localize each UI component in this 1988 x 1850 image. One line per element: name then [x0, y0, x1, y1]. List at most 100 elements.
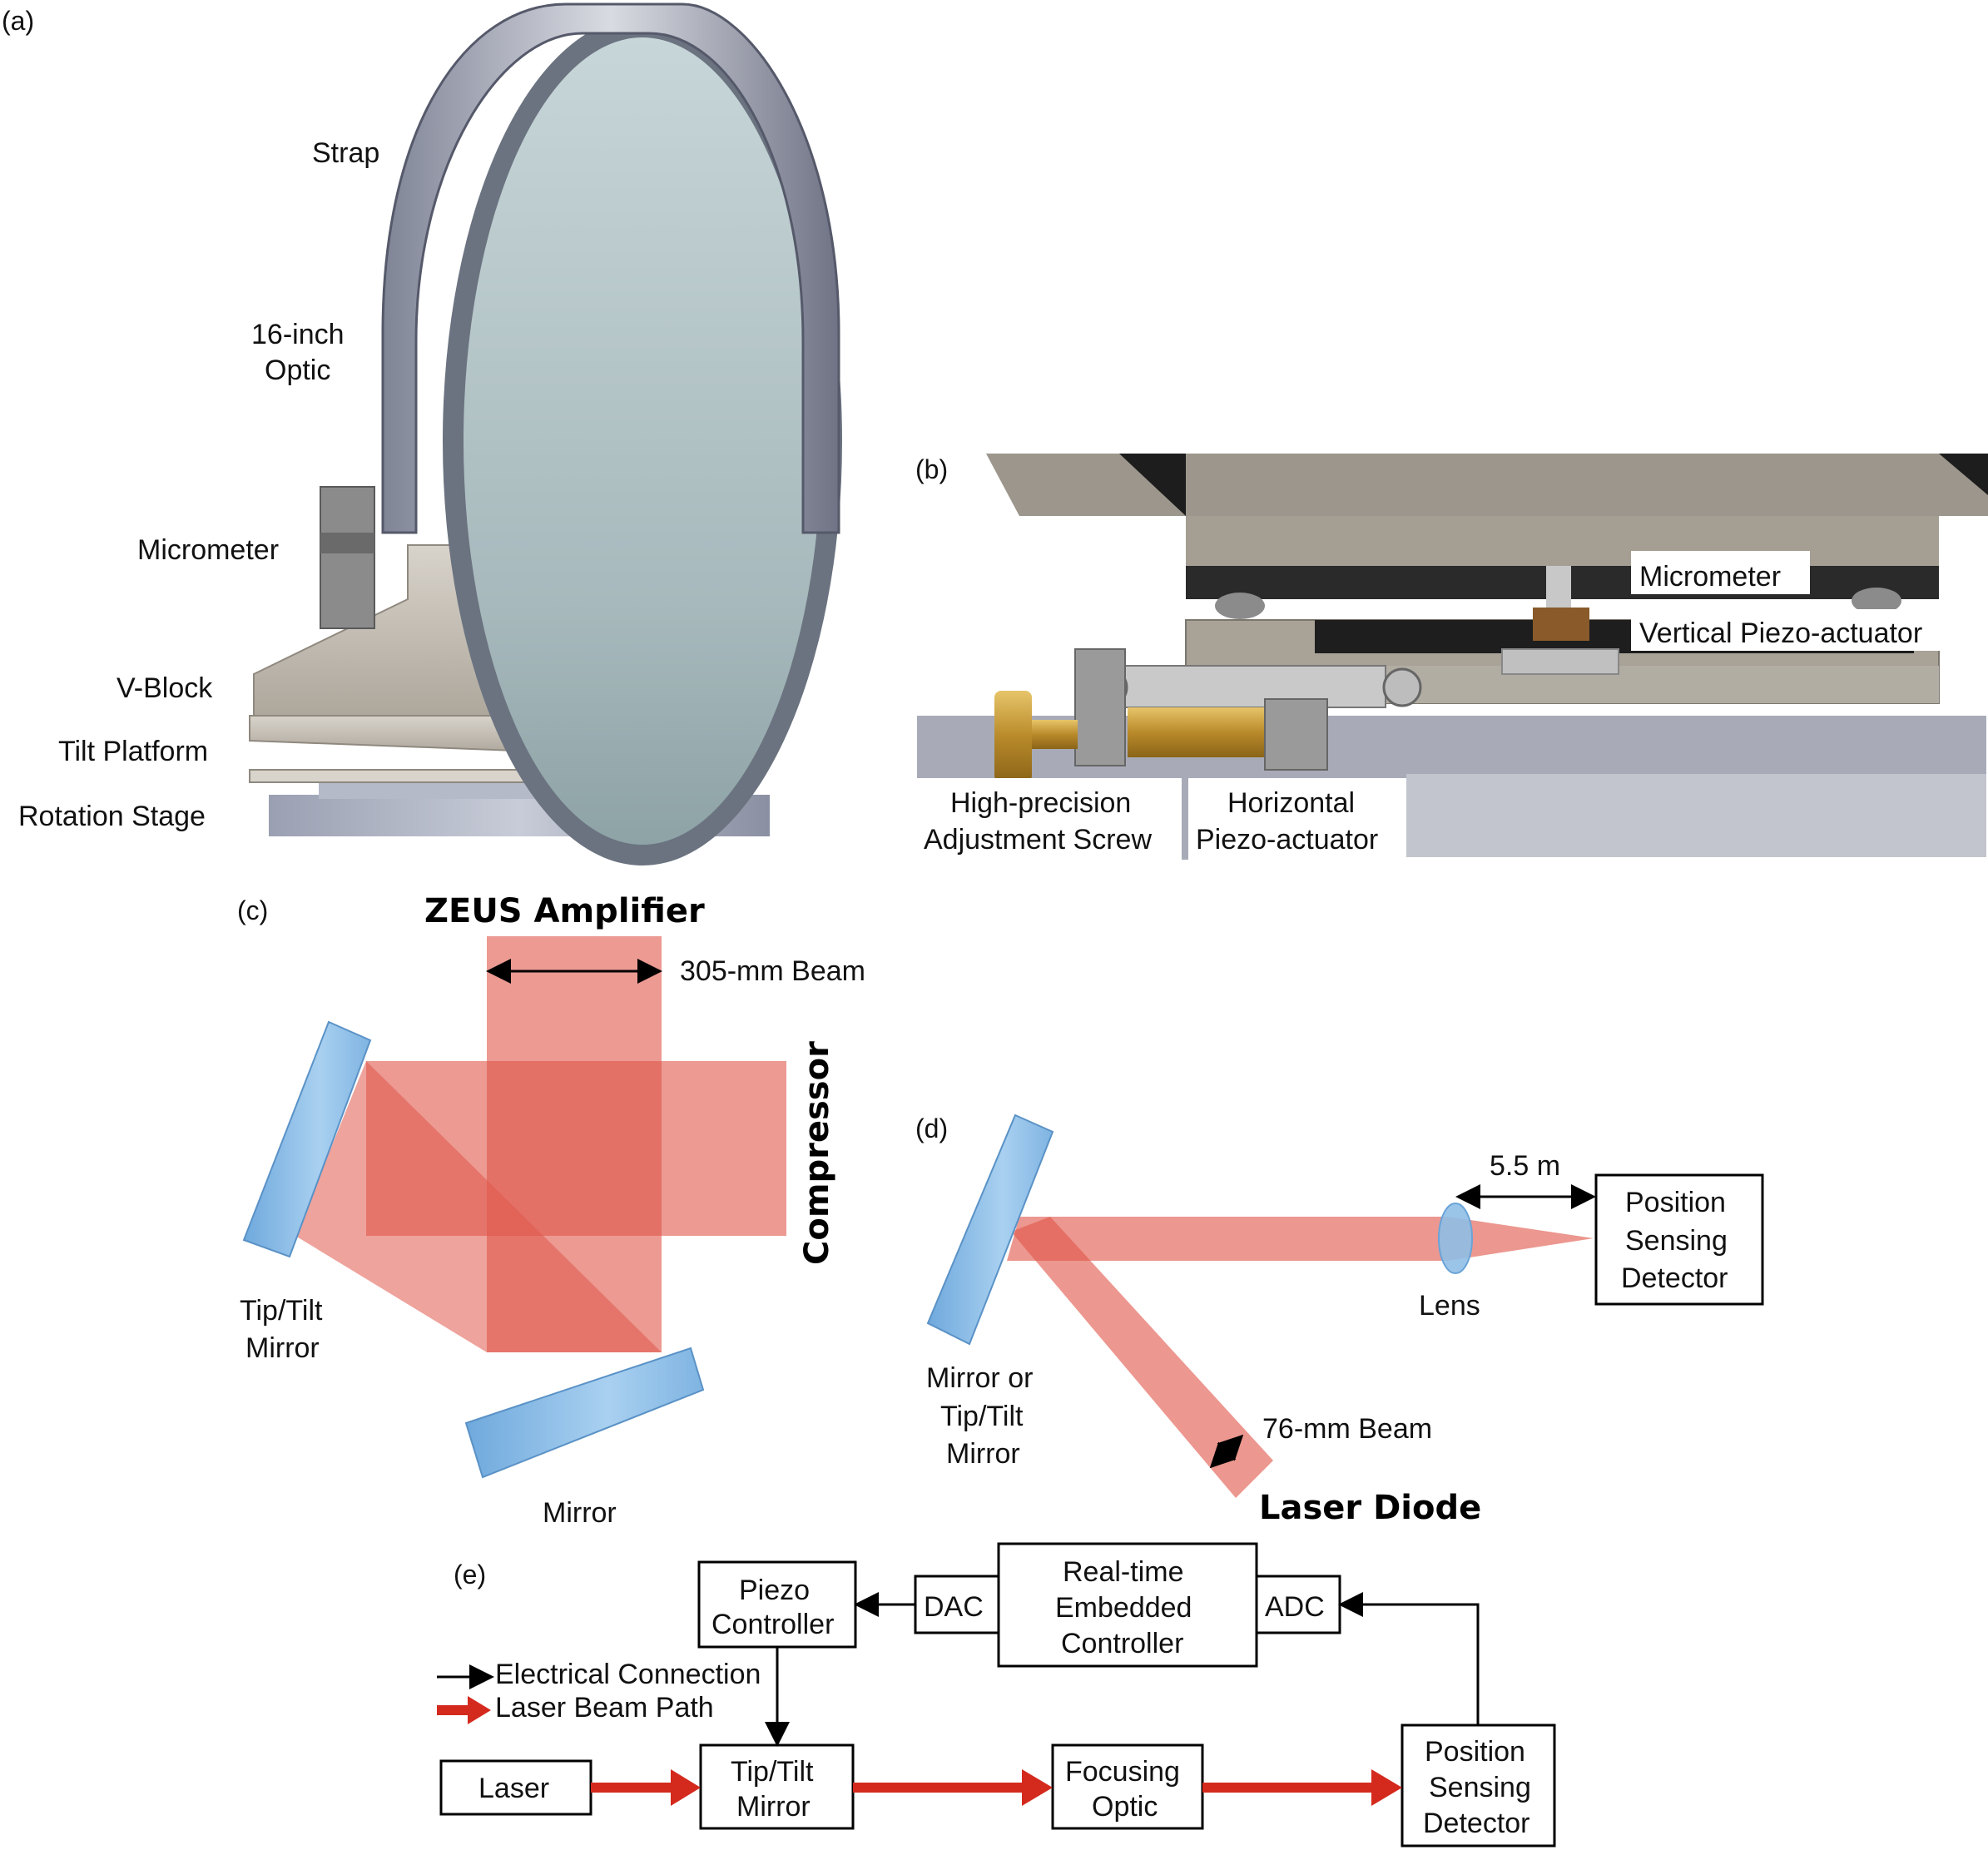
label-lens: Lens [1419, 1290, 1480, 1322]
label-strap: Strap [312, 137, 379, 169]
label-psd-line1: Position [1425, 1736, 1525, 1768]
micrometer-body [320, 486, 375, 629]
tiptilt-box [699, 1743, 855, 1830]
lens [1438, 1203, 1473, 1274]
label-screw-line2: Adjustment Screw [924, 824, 1152, 856]
label-detector-line2: Sensing [1625, 1225, 1728, 1257]
label-psd-line2: Sensing [1429, 1772, 1531, 1803]
tip-tilt-mirror-c [242, 1020, 372, 1258]
horizontal-piezo [1128, 707, 1269, 757]
label-76mm-beam: 76-mm Beam [1262, 1413, 1432, 1445]
panel-b-tag: (b) [915, 454, 948, 484]
micrometer-bands [320, 533, 374, 553]
label-optic-line2: Optic [265, 355, 330, 386]
panel-c: (c) ZEUS Amplifier 305-mm Beam Compresso… [237, 892, 865, 1529]
top-plate-left-dark [1119, 454, 1186, 516]
adjustment-screw-shaft [1032, 720, 1078, 749]
realtime-controller-box [997, 1542, 1258, 1668]
spring [1118, 665, 1386, 708]
spring-eye-right [1382, 667, 1422, 707]
piezo-controller-box [697, 1560, 857, 1649]
label-tiptilt-c-line2: Mirror [245, 1332, 320, 1364]
micrometer-tip [1546, 566, 1571, 608]
label-rotation-stage: Rotation Stage [18, 801, 206, 832]
legend-laser-arrow-shaft [437, 1705, 470, 1715]
label-mirror-d-line3: Mirror [946, 1438, 1020, 1470]
legend-laser-arrow-head [468, 1696, 491, 1724]
label-focus-line1: Focusing [1065, 1756, 1180, 1788]
wire-psd-to-adc [1338, 1592, 1480, 1725]
panel-e-tag: (e) [454, 1560, 486, 1590]
label-laser: Laser [478, 1773, 549, 1804]
label-tiptilt-e-line2: Mirror [736, 1791, 811, 1823]
lower-right-block [1406, 774, 1986, 857]
label-detector-line1: Position [1625, 1187, 1726, 1218]
label-rt-line3: Controller [1061, 1628, 1183, 1659]
label-compressor: Compressor [798, 1041, 836, 1265]
mirror-c [464, 1347, 705, 1479]
horizontal-piezo-block [1264, 698, 1328, 771]
label-detector-line3: Detector [1621, 1262, 1728, 1294]
label-tiptilt-c-line1: Tip/Tilt [240, 1295, 323, 1327]
label-focus-line2: Optic [1092, 1791, 1158, 1823]
panel-d: (d) Position Sensing Detector 5.5 m Lens… [915, 1113, 1764, 1527]
label-tiptilt-e-line1: Tip/Tilt [731, 1756, 814, 1788]
beam-diagonal [295, 1061, 662, 1352]
label-distance: 5.5 m [1490, 1150, 1560, 1182]
panel-c-tag: (c) [237, 895, 268, 925]
label-dac: DAC [924, 1591, 984, 1623]
label-piezo-line2: Controller [711, 1609, 834, 1640]
vertical-piezo-label-bg [1631, 609, 1960, 651]
position-sensing-detector-box [1594, 1173, 1764, 1306]
label-305mm-beam: 305-mm Beam [680, 955, 865, 987]
label-zeus-amplifier: ZEUS Amplifier [424, 892, 705, 930]
label-adc: ADC [1265, 1591, 1325, 1623]
strap [381, 2, 840, 534]
label-screw-line1: High-precision [950, 787, 1131, 819]
panel-a-tag: (a) [2, 6, 34, 36]
beam-to-lens [1007, 1217, 1448, 1261]
top-plate [986, 454, 1988, 516]
legend-laser-label: Laser Beam Path [495, 1692, 714, 1724]
laser-path-2 [853, 1769, 1053, 1806]
label-optic-line1: 16-inch [251, 319, 345, 350]
label-tilt-platform: Tilt Platform [58, 736, 208, 767]
panel-a: (a) Strap 16-inch Optic Micrometer V-Blo… [2, 2, 842, 865]
label-horizontal-line2: Piezo-actuator [1196, 824, 1378, 856]
label-rt-line2: Embedded [1055, 1592, 1192, 1624]
panel-d-tag: (d) [915, 1113, 948, 1143]
label-mirror-c: Mirror [543, 1497, 617, 1529]
horizontal-label-bg [1190, 778, 1405, 861]
optic-glass [464, 37, 821, 845]
top-block [1186, 516, 1939, 566]
label-horizontal-line1: Horizontal [1227, 787, 1355, 819]
label-vertical-piezo: Vertical Piezo-actuator [1639, 617, 1922, 649]
laser-path-1 [591, 1769, 701, 1806]
label-piezo-line1: Piezo [739, 1575, 810, 1606]
label-mirror-d-line1: Mirror or [926, 1362, 1033, 1394]
laser-box [439, 1759, 592, 1816]
adjustment-screw-knob [994, 691, 1032, 782]
label-mirror-d-line2: Tip/Tilt [940, 1401, 1024, 1432]
legend: Electrical Connection Laser Beam Path [437, 1659, 761, 1724]
ball-left [1215, 593, 1265, 619]
micrometer-label-bg [1631, 551, 1810, 594]
label-laser-diode: Laser Diode [1259, 1489, 1481, 1527]
focusing-optic-box [1051, 1743, 1204, 1830]
label-vblock: V-Block [117, 672, 213, 704]
label-micrometer: Micrometer [137, 534, 279, 566]
label-rt-line1: Real-time [1063, 1556, 1183, 1588]
beam-from-diode [1011, 1217, 1273, 1498]
beam-focus [1448, 1217, 1594, 1261]
divider [1182, 778, 1188, 860]
legend-electrical-label: Electrical Connection [495, 1659, 761, 1690]
panel-b: (b) Micrometer Ve [915, 454, 1988, 861]
beam-width-arrow [1209, 1434, 1244, 1469]
ball-right [1852, 588, 1901, 614]
laser-path-3 [1202, 1769, 1402, 1806]
dac-box [914, 1575, 1000, 1634]
vertical-piezo-base [1501, 648, 1619, 675]
top-plate-right-dark [1939, 454, 1988, 495]
label-b-micrometer: Micrometer [1639, 561, 1781, 593]
